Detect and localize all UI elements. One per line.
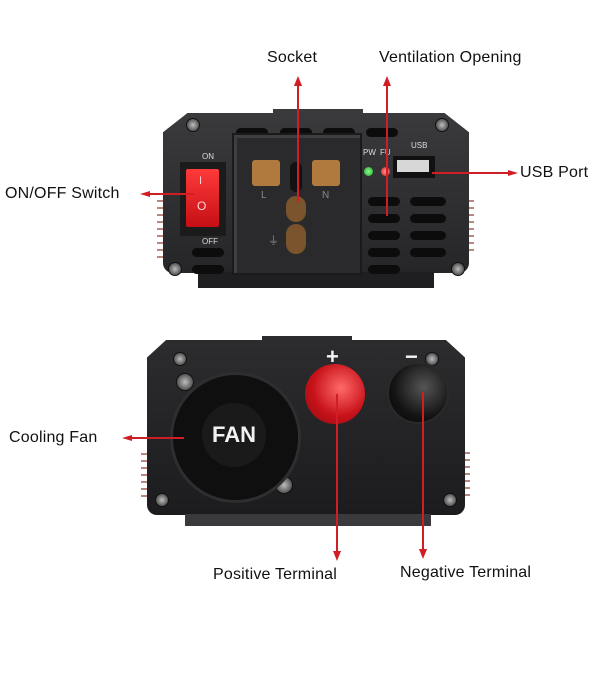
- vent-slot: [368, 197, 400, 206]
- socket-neutral-mark: N: [322, 190, 330, 201]
- callout-ventilation-label: Ventilation Opening: [379, 49, 522, 66]
- socket-earth-pin-upper: [286, 196, 306, 222]
- usb-port-insert: [397, 160, 429, 172]
- arrow-head-left-icon: [140, 191, 150, 197]
- switch-off-symbol: O: [197, 199, 207, 213]
- screw-icon: [435, 118, 449, 132]
- fan-hub: FAN: [202, 403, 266, 467]
- arrow-head-down-icon: [333, 551, 341, 561]
- switch-on-label: ON: [202, 152, 214, 161]
- callout-usb-label: USB Port: [520, 164, 589, 181]
- vent-slot: [368, 214, 400, 223]
- callout-socket-label: Socket: [267, 49, 318, 66]
- vent-slot: [192, 248, 224, 257]
- screw-icon: [176, 373, 194, 391]
- socket-neutral-pin: [312, 160, 340, 186]
- arrow-head-right-icon: [508, 170, 518, 176]
- screw-icon: [173, 352, 187, 366]
- fan-label: FAN: [212, 422, 256, 447]
- vent-slot: [410, 248, 446, 257]
- vent-slot: [236, 128, 268, 137]
- ventilation-arrow: [386, 82, 388, 216]
- negative-terminal[interactable]: [387, 362, 449, 424]
- positive-sign: +: [326, 344, 339, 369]
- usb-arrow: [432, 172, 510, 174]
- fault-led-label: FU: [380, 148, 391, 157]
- front-panel-base: [198, 272, 434, 288]
- vent-slot: [410, 214, 446, 223]
- positive-terminal[interactable]: [305, 364, 365, 424]
- callout-negative-label: Negative Terminal: [400, 564, 532, 581]
- power-led-label: PW: [363, 148, 376, 157]
- screw-icon: [186, 118, 200, 132]
- socket-live-pin: [252, 160, 280, 186]
- socket-arrow: [297, 82, 299, 202]
- screw-icon: [451, 262, 465, 276]
- fault-led-icon: [381, 167, 390, 176]
- callout-positive-label: Positive Terminal: [213, 566, 338, 583]
- fan-arrow: [130, 437, 184, 439]
- vent-slot: [368, 248, 400, 257]
- negative-arrow: [422, 392, 424, 550]
- switch-on-symbol: I: [199, 175, 203, 187]
- back-panel-base: [185, 514, 431, 526]
- vent-slot: [280, 128, 312, 137]
- usb-label: USB: [411, 141, 428, 150]
- socket-center-slot: [290, 162, 302, 192]
- vent-slot: [192, 265, 224, 274]
- vent-slot: [323, 128, 355, 137]
- socket-earth-mark: ⏚: [268, 235, 279, 247]
- screw-icon: [155, 493, 169, 507]
- vent-slot: [368, 265, 400, 274]
- socket-live-mark: L: [261, 190, 267, 201]
- arrow-head-up-icon: [294, 76, 302, 86]
- screw-icon: [443, 493, 457, 507]
- switch-arrow: [148, 193, 194, 195]
- power-switch[interactable]: I O: [186, 169, 219, 227]
- screw-icon: [168, 262, 182, 276]
- arrow-head-down-icon: [419, 549, 427, 559]
- vent-slot: [410, 231, 446, 240]
- power-led-icon: [364, 167, 373, 176]
- arrow-head-up-icon: [383, 76, 391, 86]
- vent-slot: [366, 128, 398, 137]
- switch-off-label: OFF: [202, 237, 218, 246]
- vent-slot: [410, 197, 446, 206]
- arrow-head-left-icon: [122, 435, 132, 441]
- callout-fan-label: Cooling Fan: [9, 429, 98, 446]
- positive-arrow: [336, 394, 338, 552]
- callout-switch-label: ON/OFF Switch: [5, 185, 120, 202]
- vent-slot: [368, 231, 400, 240]
- socket-earth-pin-lower: [286, 224, 306, 254]
